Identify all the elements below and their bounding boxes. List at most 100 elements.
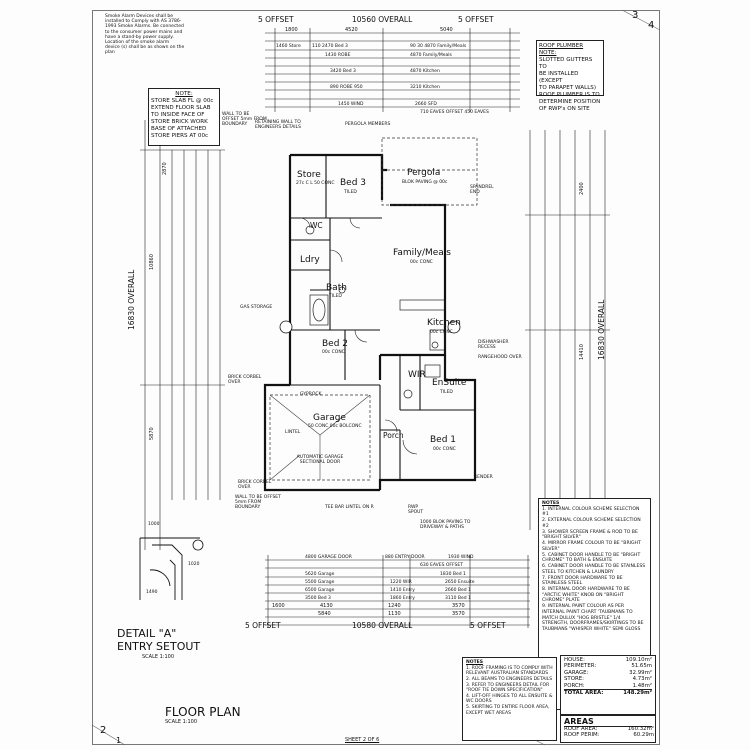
label-wall-offset-left: WALL TO BE OFFSET 5mm FROM BOUNDARY: [222, 112, 267, 128]
corner-total-top: 4: [648, 20, 655, 31]
bottom-offset-right: 5 OFFSET: [470, 621, 506, 630]
bottom-dim-bed3: 3500 Bed 3: [305, 596, 331, 601]
room-family-sub: 00c CONC: [410, 260, 433, 265]
bottom-dim-bed1-2: 2660 Bed 1: [445, 588, 471, 593]
room-family: Family/Meals: [393, 248, 451, 258]
entry-detail-drawing: [139, 537, 200, 600]
framing-note-item: 5. SKIRTING TO ENTIRE FLOOR AREA, EXCEPT…: [466, 705, 550, 716]
top-dim-sfd: 2660 SFD: [415, 102, 437, 107]
plan-title: FLOOR PLAN: [165, 705, 241, 719]
top-dimension-lines: [265, 28, 520, 112]
area-label: HOUSE:: [564, 657, 585, 663]
bottom-dim-1240: 1240: [388, 603, 401, 609]
left-dimension-lines: [140, 120, 225, 550]
top-dim-1800: 1800: [285, 27, 298, 33]
framing-note-item: 4. LIFT-OFF HINGES TO ALL ENSUITE & WC D…: [466, 693, 553, 705]
areas-table: AREAS: [560, 715, 656, 743]
room-store: Store: [297, 170, 321, 180]
bottom-dim-3570: 3570: [452, 603, 465, 609]
bottom-dim-bed1-3: 3110 Bed 1: [445, 596, 471, 601]
top-dim-family: 90 30 4870 Family/Meals: [410, 44, 467, 49]
store-note-line: TO INSIDE FACE OF: [151, 111, 205, 118]
store-note-line: STORE BRICK WORK: [151, 118, 208, 125]
roof-note-line: ROOF PLUMBER IS TO: [539, 91, 600, 98]
area-label: STORE:: [564, 676, 584, 683]
detail-scale: SCALE 1:100: [142, 654, 175, 660]
top-dim-store: 1460 Store: [276, 44, 301, 49]
area-label: PORCH:: [564, 682, 585, 689]
bottom-dim-eaves: 630 EAVES OFFSET: [420, 563, 463, 568]
label-rwp: RWP SPOUT: [408, 505, 424, 516]
section-markers: [192, 320, 461, 551]
room-bed1: Bed 1: [430, 435, 457, 445]
area-value: 1.48m²: [632, 682, 652, 689]
bottom-dim-garage-3: 6500 Garage: [305, 588, 335, 593]
label-rangehood: RANGEHOOD OVER: [478, 355, 522, 360]
framing-note-item: 2. ALL BEAMS TO ENGINEERS DETAILS: [466, 676, 553, 682]
store-note-line: STORE SLAB FL @ 00c: [151, 97, 214, 104]
bottom-dim-1130: 1130: [388, 611, 401, 617]
corner-number-top: 3: [632, 10, 639, 21]
area-value: 4.73m²: [632, 676, 652, 683]
store-note-line: NOTE:: [175, 91, 193, 97]
right-dimension-lines: [525, 130, 610, 530]
right-dim-b: 2400: [579, 182, 585, 195]
room-garage: Garage: [313, 413, 346, 423]
top-dim-family2: 4870 Family/Meals: [410, 53, 452, 58]
corner-number-bottom: 2: [100, 725, 107, 736]
right-dim-a: 14410: [579, 344, 585, 360]
store-note-line: EXTEND FLOOR SLAB: [151, 104, 211, 111]
top-dim-kitchen: 4870 Kitchen: [410, 69, 440, 74]
room-store-sub: 27c C L 50 CONC: [296, 181, 335, 186]
left-dim-c: 2870: [162, 162, 168, 175]
label-dishwasher: DISHWASHER RECESS: [478, 340, 509, 351]
label-wall-offset-2: WALL TO BE OFFSET 5mm FROM BOUNDARY: [235, 495, 281, 511]
kitchen-bench: [338, 286, 446, 351]
room-kitchen: Kitchen: [427, 318, 461, 328]
store-slab-note: NOTE: STORE SLAB FL @ 00c EXTEND FLOOR S…: [148, 88, 220, 146]
label-gyprock: GYPROCK: [300, 392, 322, 397]
top-overall: 10560 OVERALL: [352, 15, 413, 24]
room-bed1-sub: 00c CONC: [433, 447, 456, 452]
area-row-roof: ROOF AREA: 160.32m²: [564, 726, 654, 732]
garage-roof-lines: [269, 394, 371, 481]
area-row-perimeter: PERIMETER:51.65m: [564, 663, 652, 669]
store-note-line: BASE OF ATTACHED: [151, 125, 207, 132]
room-ensuite: EnSuite: [432, 378, 467, 388]
room-porch: Porch: [383, 431, 404, 440]
top-dim-wind: 1450 WIND: [338, 102, 364, 107]
colour-note-item: 7. FRONT DOOR HARDWARE TO BE STAINLESS S…: [542, 575, 623, 587]
area-value: 160.32m²: [627, 726, 654, 732]
label-brick-corbel-2: BRICK CORBEL OVER: [238, 480, 272, 491]
left-dim-a: 10860: [149, 254, 155, 270]
bottom-dimension-lines: [265, 555, 530, 628]
bottom-dim-garage-1: 5620 Garage: [305, 572, 335, 577]
framing-notes-title: NOTES: [466, 660, 483, 665]
area-row-roof-perim: ROOF PERIM:60.29m: [564, 732, 654, 738]
framing-note-item: 1. ROOF FRAMING IS TO COMPLY WITH RELEVA…: [466, 665, 553, 677]
roof-note-line: DETERMINE POSITION: [539, 98, 601, 105]
colour-note-item: 8. INTERNAL DOOR HARDWARE TO BE "ARCTIC …: [542, 587, 630, 604]
detail-title: DETAIL "A": [117, 627, 177, 640]
roof-note-line: TO PARAPET WALLS): [539, 84, 597, 91]
room-bath-sub: TILED: [329, 294, 342, 299]
room-wc: WC: [310, 221, 323, 230]
areas-values: HOUSE:109.10m² PERIMETER:51.65m GARAGE:3…: [560, 655, 656, 715]
right-overall-dim: 16830 OVERALL: [597, 299, 606, 360]
bottom-dim-1600: 1600: [272, 603, 285, 609]
area-row-total: TOTAL AREA:148.29m²: [564, 689, 652, 696]
room-garage-sub: 50 CONC 00c BOLCONC: [308, 424, 362, 429]
bottom-offset-left: 5 OFFSET: [245, 621, 281, 630]
internal-walls: [265, 155, 475, 480]
label-brick-corbel: BRICK CORBEL OVER: [228, 375, 262, 386]
area-label: ROOF AREA:: [564, 726, 598, 732]
left-dim-b: 5870: [149, 427, 155, 440]
top-dim-bed3: 110 2470 Bed 3: [312, 44, 348, 49]
bath-fixtures: [305, 225, 441, 399]
bottom-dim-garage-door: 4800 GARAGE DOOR: [305, 555, 352, 560]
roof-plumber-note: ROOF PLUMBER NOTE: SLOTTED GUTTERS TO BE…: [536, 40, 604, 112]
room-ldry: Ldry: [300, 255, 320, 265]
roof-note-line: OF RWP's ON SITE: [539, 105, 590, 112]
area-label: TOTAL AREA:: [564, 690, 604, 697]
